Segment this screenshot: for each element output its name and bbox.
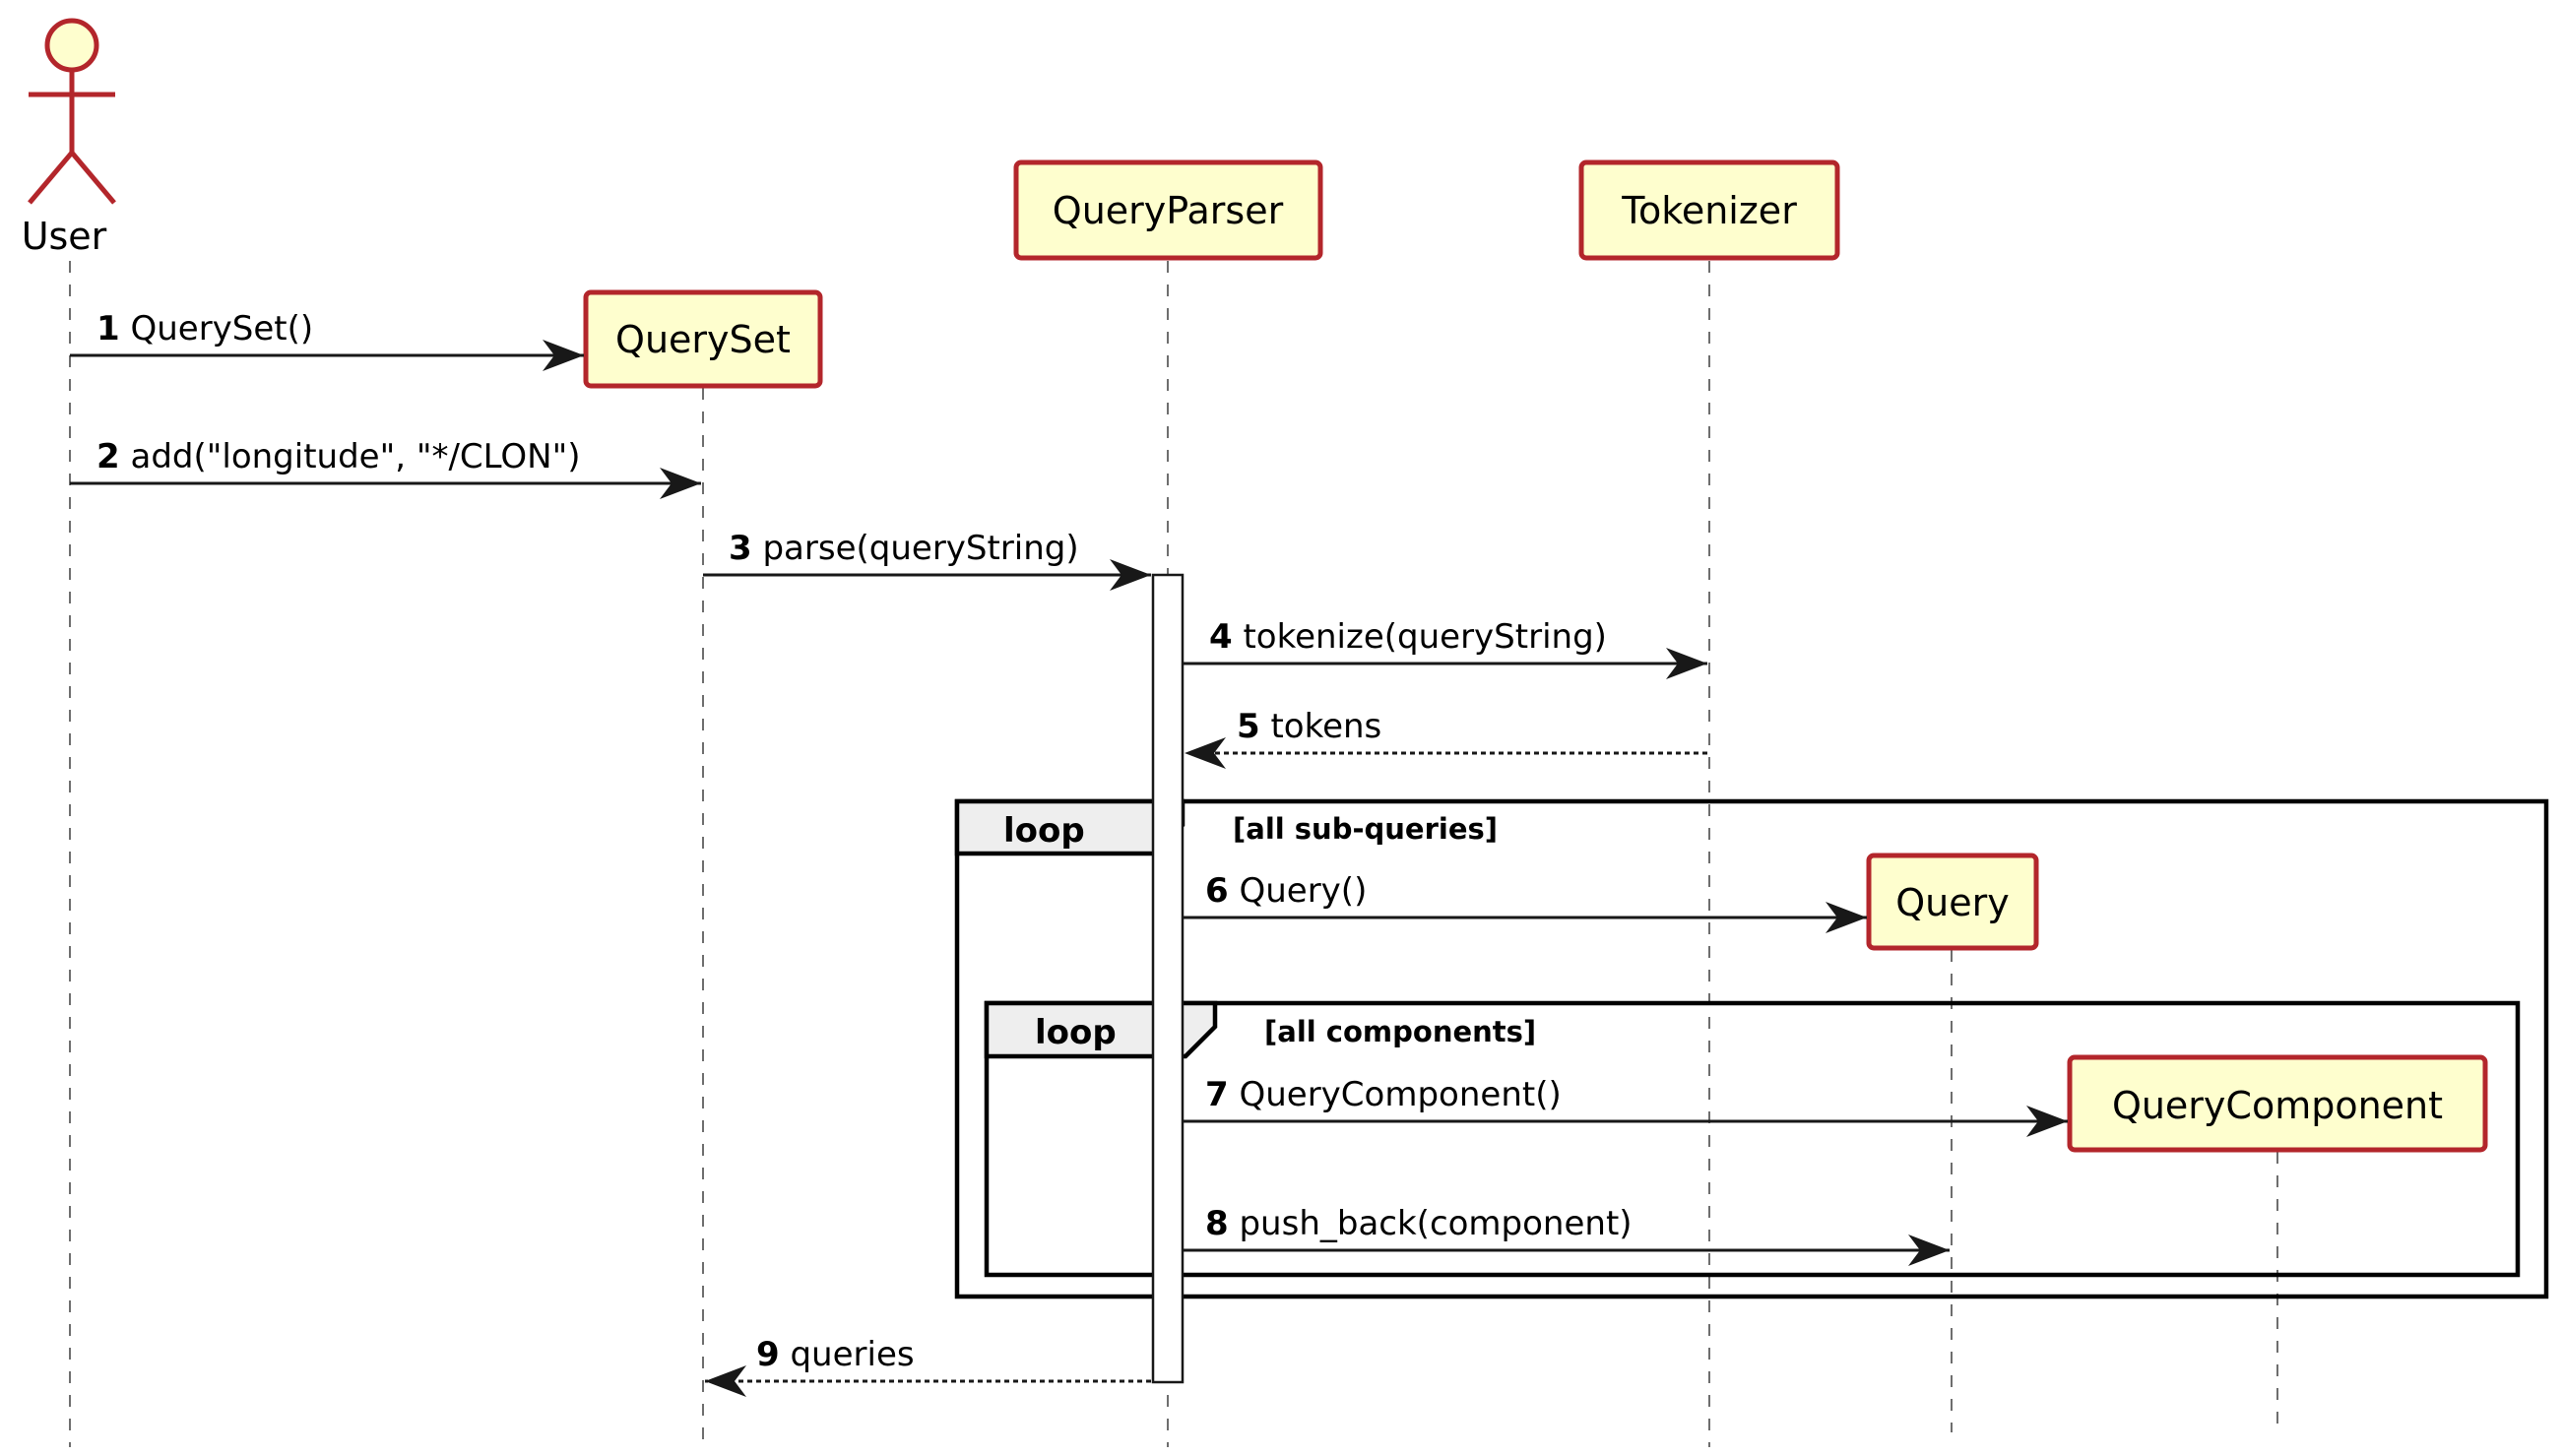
message-text: add("longitude", "*/CLON") [120, 437, 581, 476]
participant-box [583, 289, 823, 389]
message-5: 5 tokens [1185, 707, 1707, 769]
participant-name: Query [1895, 881, 2009, 924]
actor-left-leg-icon [28, 151, 74, 205]
message-2: 2 add("longitude", "*/CLON") [70, 437, 701, 499]
actor-head-icon [44, 18, 99, 73]
arrowhead-icon [1110, 559, 1151, 591]
fragment-loop-sub-queries: loop [all sub-queries] [954, 798, 2549, 1299]
message-label: 8 push_back(component) [1205, 1204, 1633, 1243]
arrowhead-icon [705, 1365, 746, 1397]
message-label: 9 queries [756, 1335, 915, 1374]
participant-name: QueryComponent [2112, 1084, 2443, 1127]
participant-box [1578, 159, 1840, 261]
fragment-frame [984, 1000, 2521, 1278]
messages: 1 QuerySet() 2 add("longitude", "*/CLON")… [70, 309, 2068, 1397]
message-6: 6 Query() [1183, 871, 1867, 933]
message-8: 8 push_back(component) [1183, 1204, 1950, 1266]
message-label: 5 tokens [1237, 707, 1381, 746]
message-3: 3 parse(queryString) [703, 529, 1151, 591]
message-text: Query() [1229, 871, 1368, 911]
actor-name: User [22, 215, 107, 258]
participant-queryparser[interactable]: QueryParser [1013, 159, 1323, 261]
participant-name: Tokenizer [1621, 189, 1797, 232]
message-label: 6 Query() [1205, 871, 1367, 911]
fragment-frame [954, 798, 2549, 1299]
message-number: 1 [96, 309, 120, 348]
message-text: tokenize(queryString) [1233, 617, 1607, 657]
message-number: 9 [756, 1335, 780, 1374]
message-label: 3 parse(queryString) [729, 529, 1079, 568]
arrowhead-icon [1826, 902, 1867, 933]
message-number: 5 [1237, 707, 1260, 746]
arrowhead-icon [2026, 1106, 2068, 1137]
arrowhead-icon [1185, 737, 1226, 769]
actor-user[interactable]: User [22, 18, 116, 258]
arrowhead-icon [543, 340, 584, 371]
participant-tokenizer[interactable]: Tokenizer [1578, 159, 1840, 261]
participant-name: QueryParser [1053, 189, 1284, 232]
message-7: 7 QueryComponent() [1183, 1075, 2068, 1137]
arrowhead-icon [1908, 1234, 1950, 1266]
participant-querycomponent[interactable]: QueryComponent [2067, 1054, 2488, 1153]
message-9: 9 queries [705, 1335, 1151, 1397]
message-number: 4 [1209, 617, 1233, 657]
message-text: tokens [1260, 707, 1382, 746]
message-1: 1 QuerySet() [70, 309, 584, 371]
message-label: 1 QuerySet() [96, 309, 313, 348]
message-text: push_back(component) [1229, 1204, 1633, 1243]
participant-box [1866, 853, 2039, 951]
message-number: 8 [1205, 1204, 1229, 1243]
actor-right-leg-icon [70, 151, 116, 205]
message-label: 4 tokenize(queryString) [1209, 617, 1607, 657]
fragment-guard: [all components] [1264, 1015, 1536, 1048]
arrowhead-icon [660, 468, 701, 499]
participant-box [1013, 159, 1323, 261]
message-number: 7 [1205, 1075, 1229, 1114]
message-text: parse(queryString) [752, 529, 1079, 568]
message-number: 6 [1205, 871, 1229, 911]
message-text: queries [780, 1335, 915, 1374]
fragment-operator: loop [1003, 811, 1085, 851]
fragment-guard: [all sub-queries] [1233, 812, 1498, 846]
activation-queryparser [1151, 573, 1185, 1384]
participant-box [2067, 1054, 2488, 1153]
participant-name: QuerySet [615, 318, 791, 361]
participant-query[interactable]: Query [1866, 853, 2039, 951]
participant-queryset[interactable]: QuerySet [583, 289, 823, 389]
message-label: 2 add("longitude", "*/CLON") [96, 437, 581, 476]
arrowhead-icon [1666, 648, 1707, 679]
message-4: 4 tokenize(queryString) [1183, 617, 1707, 679]
fragment-operator: loop [1035, 1013, 1117, 1052]
message-label: 7 QueryComponent() [1205, 1075, 1562, 1114]
message-text: QueryComponent() [1229, 1075, 1562, 1114]
message-number: 2 [96, 437, 120, 476]
message-text: QuerySet() [120, 309, 314, 348]
message-number: 3 [729, 529, 752, 568]
